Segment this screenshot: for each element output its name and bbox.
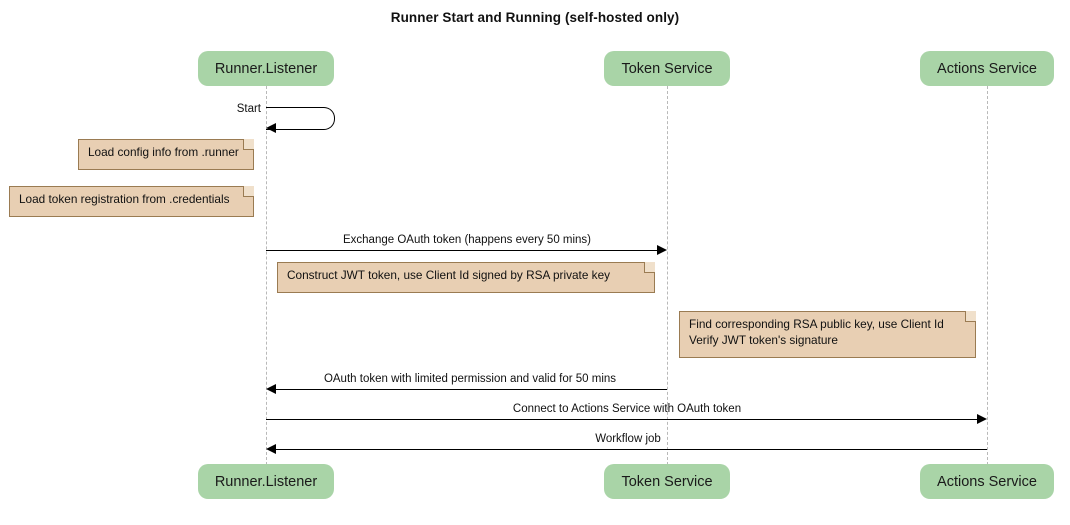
note-fold-corner-icon (243, 139, 254, 150)
participant-top-runner-listener[interactable]: Runner.Listener (198, 51, 334, 86)
note-fold-corner-icon (965, 311, 976, 322)
message-arrowhead-start (266, 123, 276, 133)
message-line-oauth-token-returned (276, 389, 667, 390)
participant-bottom-runner-listener[interactable]: Runner.Listener (198, 464, 334, 499)
message-line-exchange-oauth-token (266, 250, 657, 251)
diagram-title: Runner Start and Running (self-hosted on… (390, 10, 680, 25)
note-load-token-registration: Load token registration from .credential… (9, 186, 254, 217)
participant-bottom-actions-service[interactable]: Actions Service (920, 464, 1054, 499)
note-fold-corner-icon (243, 186, 254, 197)
message-self-loop-start (266, 107, 335, 130)
note-construct-jwt-token: Construct JWT token, use Client Id signe… (277, 262, 655, 293)
participant-label: Actions Service (937, 473, 1037, 490)
message-line-workflow-job (276, 449, 987, 450)
note-load-config: Load config info from .runner (78, 139, 254, 170)
participant-label: Token Service (621, 60, 713, 77)
message-label-workflow-job: Workflow job (595, 433, 661, 445)
note-fold-corner-icon (644, 262, 655, 273)
message-line-connect-actions-service (266, 419, 977, 420)
message-arrowhead-workflow-job (266, 444, 276, 454)
message-label-start: Start (236, 103, 261, 115)
message-label-exchange-oauth-token: Exchange OAuth token (happens every 50 m… (342, 234, 592, 246)
message-label-oauth-token-returned: OAuth token with limited permission and … (323, 373, 617, 385)
participant-top-actions-service[interactable]: Actions Service (920, 51, 1054, 86)
lifeline-token-service (667, 86, 668, 465)
lifeline-actions-service (987, 86, 988, 465)
message-arrowhead-connect-actions-service (977, 414, 987, 424)
participant-top-token-service[interactable]: Token Service (604, 51, 730, 86)
participant-label: Runner.Listener (214, 473, 318, 490)
participant-label: Token Service (621, 473, 713, 490)
note-verify-jwt-signature: Find corresponding RSA public key, use C… (679, 311, 976, 358)
message-arrowhead-oauth-token-returned (266, 384, 276, 394)
lifeline-runner-listener (266, 86, 267, 465)
participant-bottom-token-service[interactable]: Token Service (604, 464, 730, 499)
message-label-connect-actions-service: Connect to Actions Service with OAuth to… (512, 403, 742, 415)
participant-label: Runner.Listener (214, 60, 318, 77)
message-arrowhead-exchange-oauth-token (657, 245, 667, 255)
participant-label: Actions Service (937, 60, 1037, 77)
